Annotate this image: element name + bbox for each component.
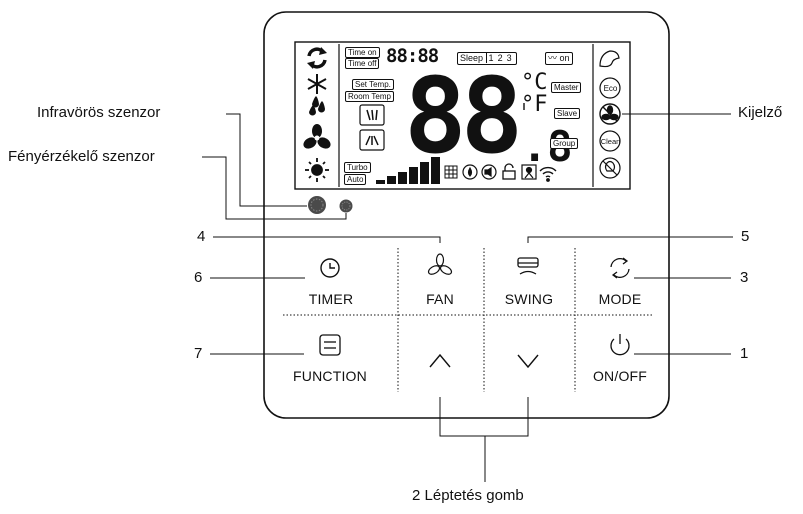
lcd-wave-on: 〰 on xyxy=(545,52,573,65)
lock-icon xyxy=(502,163,516,180)
filter-grid-icon xyxy=(444,165,458,179)
no-fan-icon xyxy=(599,103,621,125)
power-icon[interactable] xyxy=(610,334,630,356)
onoff-button-label[interactable]: ON/OFF xyxy=(592,368,648,384)
step-buttons-leader xyxy=(439,397,529,437)
button-grid xyxy=(283,248,654,392)
swing-number: 5 xyxy=(741,228,750,245)
lcd-group: Group xyxy=(550,138,579,149)
lcd-wave-icon: 〰 xyxy=(548,53,558,63)
lcd-wave-on-text: on xyxy=(559,53,570,63)
person-icon xyxy=(521,164,537,180)
display-label: Kijelző xyxy=(738,104,783,121)
lcd-sleep-level-2: 2 xyxy=(497,53,503,63)
swing-leader xyxy=(527,236,733,243)
function-number: 7 xyxy=(194,345,203,362)
no-light-icon xyxy=(599,157,621,179)
clean-icon xyxy=(599,130,621,152)
onoff-number: 1 xyxy=(740,345,749,362)
down-arrow-button[interactable] xyxy=(517,354,539,369)
lcd-set-temp: Set Temp. xyxy=(352,79,394,90)
arm-icon xyxy=(599,50,620,68)
light-sensor-leader xyxy=(202,156,347,220)
fan-mode-icon xyxy=(303,124,331,149)
fan-button-label[interactable]: FAN xyxy=(426,291,454,307)
lcd-turbo: Turbo xyxy=(344,162,371,173)
auto-mode-icon xyxy=(307,47,327,69)
droplet-icon xyxy=(309,96,325,116)
lcd-clean-label: Clean xyxy=(600,137,621,146)
lcd-big-digits: 88 xyxy=(404,55,523,177)
swing-icon[interactable] xyxy=(517,257,539,275)
mute-icon xyxy=(481,164,497,180)
lcd-sleep-level-1: 1 xyxy=(485,53,496,63)
up-arrow-button[interactable] xyxy=(429,353,451,368)
eco-icon xyxy=(599,77,621,99)
wifi-icon xyxy=(539,166,557,182)
light-sensor xyxy=(339,199,353,213)
lcd-decimal-point: . xyxy=(522,122,548,171)
lcd-slave: Slave xyxy=(554,108,581,119)
humidity-icon xyxy=(462,164,478,180)
step-buttons-label: 2 Léptetés gomb xyxy=(412,487,524,504)
ir-sensor xyxy=(308,196,326,214)
ir-sensor-label: Infravörös szenzor xyxy=(37,104,161,121)
lcd-master: Master xyxy=(551,82,582,93)
light-sensor-label: Fényérzékelő szenzor xyxy=(8,148,155,165)
fan-speed-bars xyxy=(376,157,440,184)
timer-clock-icon[interactable] xyxy=(320,258,340,278)
fan-leader xyxy=(213,236,441,243)
lcd-room-temp: Room Temp xyxy=(345,91,394,102)
lcd-time-on: Time on xyxy=(345,47,380,58)
horizontal-swing-lcd-icon xyxy=(359,129,385,151)
sun-icon xyxy=(305,158,329,182)
lcd-sleep-level-3: 3 xyxy=(506,53,512,63)
lcd-sleep-text: Sleep xyxy=(460,53,484,63)
snowflake-icon xyxy=(307,74,327,94)
lcd-clock: 88:88 xyxy=(386,45,439,67)
swing-button-label[interactable]: SWING xyxy=(504,291,554,307)
mode-number: 3 xyxy=(740,269,749,286)
vertical-swing-lcd-icon xyxy=(359,104,385,126)
fan-number: 4 xyxy=(197,228,206,245)
mode-button-label[interactable]: MODE xyxy=(598,291,642,307)
function-menu-icon[interactable] xyxy=(319,334,341,356)
lcd-fahrenheit: °F xyxy=(521,92,548,117)
lcd-auto: Auto xyxy=(344,174,367,185)
mode-cycle-icon[interactable] xyxy=(610,257,630,279)
lcd-eco-label: Eco xyxy=(603,84,618,93)
function-button-label[interactable]: FUNCTION xyxy=(293,368,367,384)
fan-icon[interactable] xyxy=(427,253,453,276)
timer-number: 6 xyxy=(194,269,203,286)
timer-button-label[interactable]: TIMER xyxy=(308,291,354,307)
lcd-celsius: °C xyxy=(521,70,548,95)
ir-sensor-leader xyxy=(226,113,307,207)
lcd-time-off: Time off xyxy=(345,58,380,69)
